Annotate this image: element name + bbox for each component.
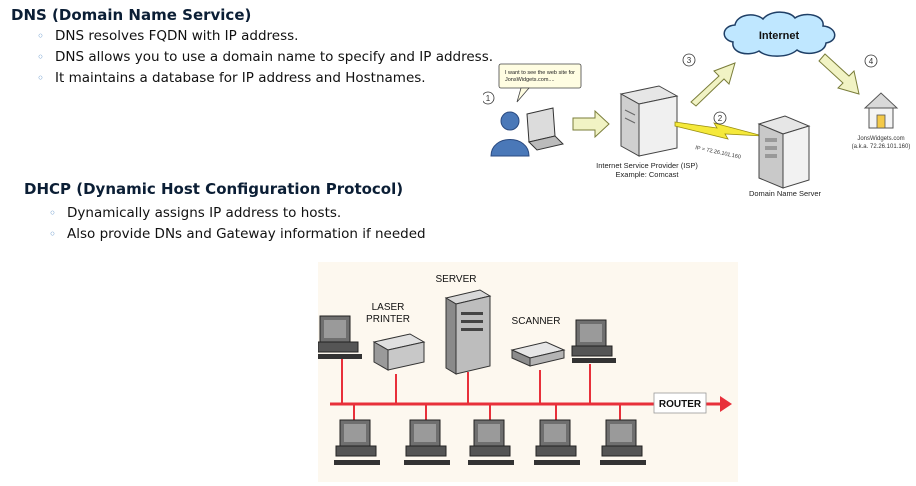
step-1-number: 1: [486, 94, 491, 103]
printer-label: PRINTER: [366, 314, 410, 325]
workstation-icon: [600, 419, 646, 465]
workstation-icon: [404, 419, 450, 465]
dns-bullet-item: DNS allows you to use a domain name to s…: [37, 47, 493, 68]
workstation-icon: [468, 419, 514, 465]
dns-diagram: Internet 3 4 JonsWidgets.com (a.k.a. 72.…: [481, 10, 913, 210]
router-label: ROUTER: [659, 399, 702, 410]
scanner-icon: [510, 341, 566, 367]
isp-example-label: Example: Comcast: [616, 170, 680, 179]
house-icon: [863, 92, 899, 129]
dns-bullet-item: It maintains a database for IP address a…: [37, 68, 493, 89]
dns-server-icon: [757, 115, 811, 189]
website-alias-label: (a.k.a. 72.26.101.160): [852, 144, 911, 150]
arrow-up-right-icon: [690, 62, 736, 107]
lightning-link-icon: [674, 121, 764, 140]
user-laptop-icon: [490, 107, 564, 157]
workstation-icon: [534, 419, 580, 465]
dhcp-network-svg: ROUTER LASER PRINTER SERVER SCANNER: [317, 262, 738, 482]
dns-diagram-svg: Internet 3 4 JonsWidgets.com (a.k.a. 72.…: [481, 11, 911, 198]
workstation-icon: [317, 315, 362, 359]
bubble-text-line-2: JonsWidgets.com....: [505, 77, 555, 83]
step-2-number: 2: [718, 114, 723, 123]
workstation-icon: [334, 419, 380, 465]
step-2-marker: [713, 111, 727, 125]
arrow-right-icon: [572, 109, 610, 139]
step-4-marker: [864, 54, 878, 68]
dns-server-label: Domain Name Server: [749, 189, 822, 198]
dns-bullet-list: DNS resolves FQDN with IP address. DNS a…: [37, 26, 493, 89]
server-tower-icon: [444, 289, 492, 375]
step-3-marker: [682, 53, 696, 67]
dns-heading: DNS (Domain Name Service): [11, 6, 252, 24]
dhcp-heading: DHCP (Dynamic Host Configuration Protoco…: [24, 180, 404, 198]
laser-printer-icon: [372, 333, 426, 371]
dns-bullet-item: DNS resolves FQDN with IP address.: [37, 26, 493, 47]
isp-label: Internet Service Provider (ISP): [596, 161, 698, 170]
ip-label: IP = 72.26.101.160: [695, 145, 742, 161]
server-label: SERVER: [436, 274, 477, 285]
speech-bubble: [498, 63, 582, 103]
dhcp-bullet-list: Dynamically assigns IP address to hosts.…: [49, 203, 426, 245]
bubble-text-line-1: I want to see the web site for: [505, 70, 575, 76]
step-3-number: 3: [687, 56, 692, 65]
dhcp-bullet-item: Also provide DNs and Gateway information…: [49, 224, 426, 245]
router-label-box: [653, 392, 707, 414]
workstation-icon: [571, 319, 616, 363]
internet-label: Internet: [759, 30, 800, 42]
dhcp-bullet-item: Dynamically assigns IP address to hosts.: [49, 203, 426, 224]
isp-server-icon: [619, 85, 679, 157]
website-name-label: JonsWidgets.com: [857, 136, 904, 142]
step-4-number: 4: [869, 57, 874, 66]
scanner-label: SCANNER: [512, 316, 561, 327]
internet-cloud-icon: [723, 11, 836, 57]
laser-label: LASER: [372, 302, 405, 313]
arrow-down-right-icon: [818, 53, 860, 95]
dhcp-network-diagram: ROUTER LASER PRINTER SERVER SCANNER: [317, 262, 738, 482]
